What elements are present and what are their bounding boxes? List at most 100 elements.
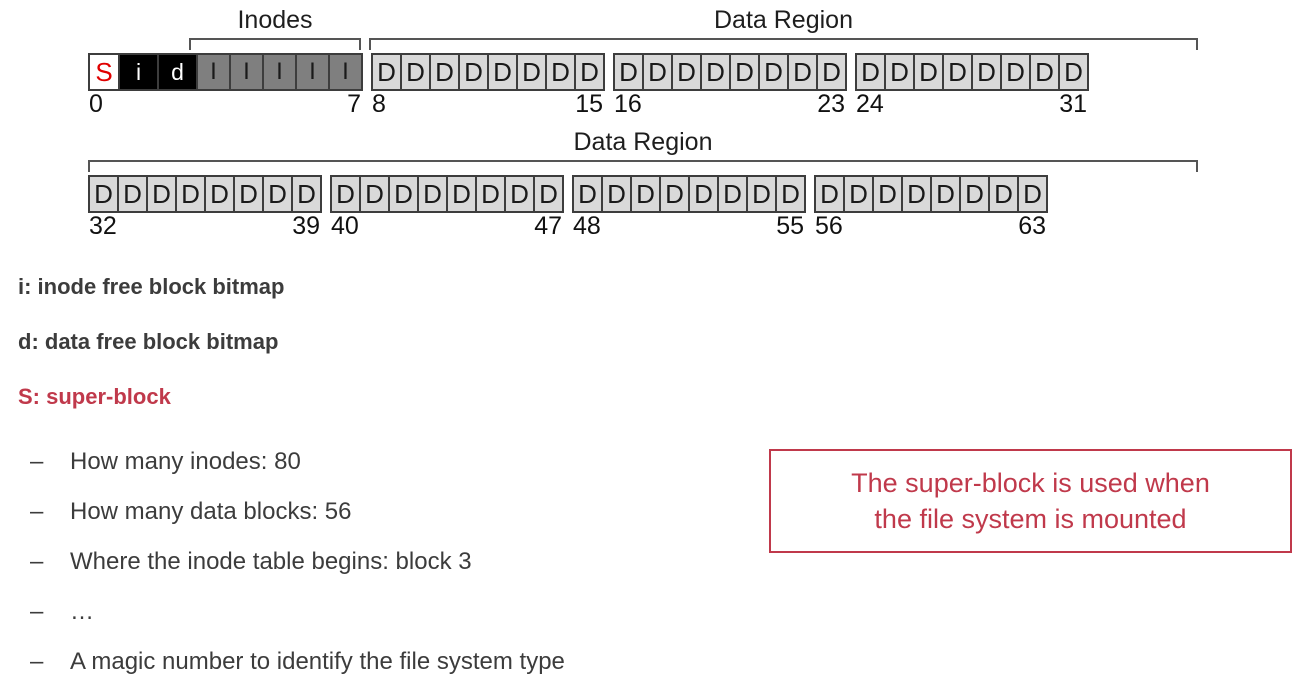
block-cell-data: D [545,53,576,91]
block-cell-data: D [729,53,760,91]
block-range-end: 55 [776,212,804,240]
span-label-inodes: Inodes [237,6,313,34]
block-cell-data: D [659,175,690,213]
block-cell-data: D [758,53,789,91]
legend-item-inode-bitmap: i: inode free block bitmap [18,274,285,299]
block-cell-data: D [487,53,518,91]
block-group-8-15: D D D D D D D D 8 15 [371,53,605,117]
block-cell-data: D [971,53,1002,91]
block-cell-data: D [688,175,719,213]
block-cell-inode: I [328,53,363,91]
block-cell-data: D [572,175,603,213]
block-cell-data: D [959,175,990,213]
block-group-32-39: D D D D D D D D 32 39 [88,175,322,239]
block-strip-row-2: D D D D D D D D 32 39 D D D D D D D [88,175,1048,239]
block-cell-data: D [262,175,293,213]
block-cell-data: D [1058,53,1089,91]
block-cell-data: D [204,175,235,213]
block-group-0-7: S i d I I I I I 0 7 [88,53,363,117]
block-range-labels: 32 39 [88,213,322,239]
block-cell-data: D [371,53,402,91]
block-cell-data: D [787,53,818,91]
block-range-labels: 48 55 [572,213,806,239]
block-cell-data: D [88,175,119,213]
block-cell-data: D [630,175,661,213]
block-range-start: 8 [372,90,386,118]
legend-item-data-bitmap: d: data free block bitmap [18,329,279,354]
block-group-40-47: D D D D D D D D 40 47 [330,175,564,239]
block-range-labels: 8 15 [371,91,605,117]
block-range-start: 40 [331,212,359,240]
bullet-dash: – [30,648,44,675]
block-range-end: 23 [817,90,845,118]
block-range-end: 39 [292,212,320,240]
block-range-start: 56 [815,212,843,240]
list-item: – How many inodes: 80 [30,450,750,474]
callout-line-2: the file system is mounted [874,504,1187,534]
block-cell-data: D [816,53,847,91]
block-strip-row-1: S i d I I I I I 0 7 D D D D D D D [88,53,1089,117]
block-cell-data: D [942,53,973,91]
block-group-56-63: D D D D D D D D 56 63 [814,175,1048,239]
block-cell-inode: I [262,53,297,91]
block-cell-data: D [388,175,419,213]
block-cell-inode: I [229,53,264,91]
bullet-dash: – [30,448,44,475]
list-item-label: How many inodes: 80 [70,448,301,475]
span-bracket-inodes [189,38,361,51]
block-range-labels: 16 23 [613,91,847,117]
list-item: – … [30,600,750,624]
block-cell-data: D [1029,53,1060,91]
block-cell-data: D [872,175,903,213]
block-cell-data: D [429,53,460,91]
block-range-end: 47 [534,212,562,240]
block-range-start: 32 [89,212,117,240]
block-cell-data: D [446,175,477,213]
block-range-end: 7 [347,90,361,118]
block-cell-data: D [901,175,932,213]
bullet-dash: – [30,548,44,575]
block-cell-data: D [988,175,1019,213]
block-cell-data: D [330,175,361,213]
block-cell-data: D [884,53,915,91]
block-cell-data: D [814,175,845,213]
block-cell-data: D [291,175,322,213]
block-range-start: 0 [89,90,103,118]
span-bracket-data-region [88,160,1198,173]
block-range-labels: 0 7 [88,91,363,117]
list-item: – How many data blocks: 56 [30,500,750,524]
span-label-data-region: Data Region [714,6,853,34]
callout-box: The super-block is used when the file sy… [769,449,1292,553]
list-item-label: How many data blocks: 56 [70,498,352,525]
block-cell-data: D [746,175,777,213]
legend: i: inode free block bitmap d: data free … [18,276,718,441]
block-cell-data: D [913,53,944,91]
block-group-24-31: D D D D D D D D 24 31 [855,53,1089,117]
block-cell-data: D [458,53,489,91]
block-cell-data: D [1017,175,1048,213]
block-cell-super: S [88,53,120,91]
block-cell-data: D [359,175,390,213]
legend-item-super-block: S: super-block [18,384,171,409]
block-cell-data-bitmap: d [157,53,198,91]
list-item-label: A magic number to identify the file syst… [70,648,565,675]
block-cell-data: D [601,175,632,213]
block-cell-data: D [717,175,748,213]
block-cell-data: D [146,175,177,213]
block-range-end: 31 [1059,90,1087,118]
block-cell-data: D [843,175,874,213]
block-range-start: 16 [614,90,642,118]
list-item: – A magic number to identify the file sy… [30,650,750,674]
block-cell-data: D [117,175,148,213]
block-cell-data: D [775,175,806,213]
block-range-end: 15 [575,90,603,118]
block-cell-data: D [613,53,644,91]
block-cell-data: D [504,175,535,213]
block-cell-data: D [516,53,547,91]
block-cell-data: D [175,175,206,213]
block-cell-data: D [475,175,506,213]
block-cell-data: D [400,53,431,91]
block-cell-data: D [671,53,702,91]
block-cell-data: D [642,53,673,91]
block-cell-data: D [700,53,731,91]
